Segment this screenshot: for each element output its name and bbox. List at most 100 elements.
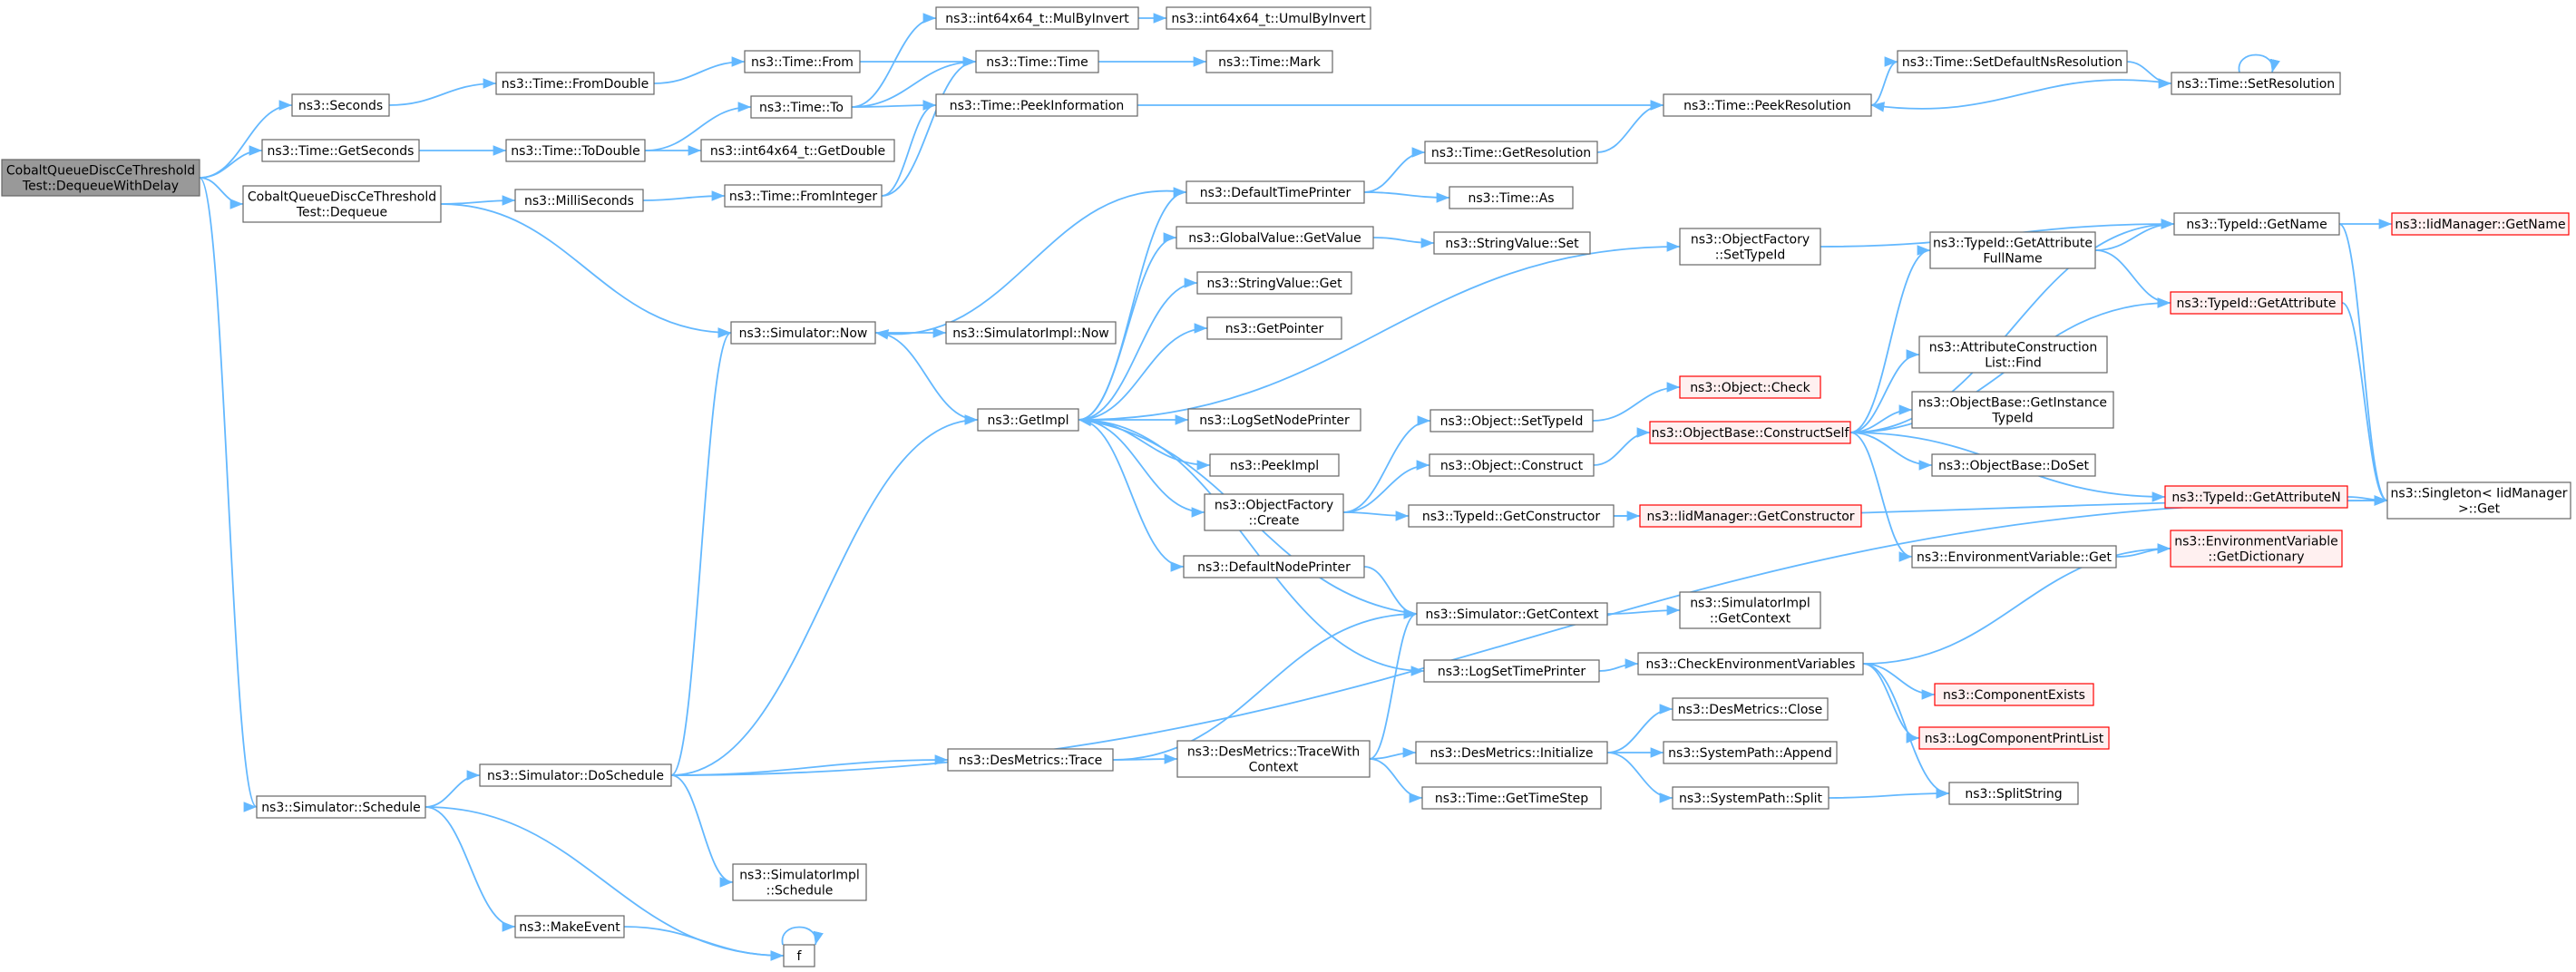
node-spSplit[interactable]: ns3::SystemPath::Split	[1672, 786, 1830, 810]
node-tidGetName[interactable]: ns3::TypeId::GetName	[2173, 212, 2340, 236]
node-timeTime[interactable]: ns3::Time::Time	[975, 50, 1099, 73]
node-doSchedule[interactable]: ns3::Simulator::DoSchedule	[479, 763, 672, 787]
edge-root-to-schedule	[199, 177, 258, 812]
node-objSetTypeId[interactable]: ns3::Object::SetTypeId	[1429, 409, 1594, 433]
node-tidGetAttribute[interactable]: ns3::TypeId::GetAttribute	[2170, 291, 2343, 315]
node-makeEvent[interactable]: ns3::MakeEvent	[514, 915, 625, 938]
node-singletonGet[interactable]: ns3::Singleton< IidManager>::Get	[2386, 481, 2571, 520]
edge-tidGetAttributeN-to-singletonGet	[2347, 495, 2388, 506]
node-ofCreate[interactable]: ns3::ObjectFactory::Create	[1204, 493, 1344, 531]
edge-toDouble-to-timeTo	[644, 102, 752, 151]
node-root[interactable]: CobaltQueueDiscCeThresholdTest::DequeueW…	[1, 159, 200, 197]
node-objConstruct[interactable]: ns3::Object::Construct	[1429, 453, 1595, 477]
node-spAppend[interactable]: ns3::SystemPath::Append	[1663, 741, 1838, 764]
node-milliSeconds[interactable]: ns3::MilliSeconds	[514, 189, 644, 212]
node-peekResolution[interactable]: ns3::Time::PeekResolution	[1663, 93, 1872, 117]
node-simGetContext[interactable]: ns3::Simulator::GetContext	[1416, 602, 1608, 626]
edge-gvGetValue-to-svSet	[1372, 237, 1435, 248]
node-box	[975, 50, 1099, 73]
node-getImpl[interactable]: ns3::GetImpl	[977, 408, 1079, 432]
node-mulByInvert[interactable]: ns3::int64x64_t::MulByInvert	[935, 6, 1139, 30]
node-peekInfo[interactable]: ns3::Time::PeekInformation	[935, 93, 1138, 117]
edge-desInitialize-to-desClose	[1606, 704, 1673, 753]
node-envVarGet[interactable]: ns3::EnvironmentVariable::Get	[1911, 545, 2117, 569]
node-simImplNow[interactable]: ns3::SimulatorImpl::Now	[945, 321, 1117, 345]
node-box	[1176, 226, 1374, 249]
node-svSet[interactable]: ns3::StringValue::Set	[1433, 231, 1591, 255]
node-label: ns3::AttributeConstruction	[1929, 341, 2097, 355]
edge-doSchedule-to-desTrace	[670, 754, 949, 776]
edge-constructSelf-to-envVarGet	[1849, 432, 1913, 562]
node-setDefaultNsRes[interactable]: ns3::Time::SetDefaultNsResolution	[1897, 50, 2128, 73]
node-box	[947, 748, 1114, 772]
node-ofSetTypeId[interactable]: ns3::ObjectFactory::SetTypeId	[1679, 228, 1821, 266]
node-timeFrom[interactable]: ns3::Time::From	[744, 50, 861, 73]
node-umulByInvert[interactable]: ns3::int64x64_t::UmulByInvert	[1166, 6, 1371, 30]
node-timeMark[interactable]: ns3::Time::Mark	[1205, 50, 1333, 73]
node-box	[1931, 453, 2096, 477]
node-getSeconds[interactable]: ns3::Time::GetSeconds	[261, 139, 420, 162]
node-box	[2170, 291, 2343, 315]
node-simNow[interactable]: ns3::Simulator::Now	[730, 321, 876, 345]
edge-tidGetAttrFullName-to-tidGetName	[2094, 219, 2175, 251]
node-box	[1637, 652, 1864, 676]
edge-tidGetAttrFullName-to-tidGetAttribute	[2094, 249, 2171, 308]
node-logSetNodePrinter[interactable]: ns3::LogSetNodePrinter	[1187, 408, 1361, 432]
node-box	[1433, 231, 1591, 255]
node-box	[1679, 375, 1821, 399]
node-fromInteger[interactable]: ns3::Time::FromInteger	[724, 184, 883, 208]
node-fromDouble[interactable]: ns3::Time::FromDouble	[495, 72, 655, 95]
node-defaultTimePrinter[interactable]: ns3::DefaultTimePrinter	[1186, 180, 1365, 204]
node-desTrace[interactable]: ns3::DesMetrics::Trace	[947, 748, 1114, 772]
node-getDouble[interactable]: ns3::int64x64_t::GetDouble	[700, 139, 895, 162]
edge-spSplit-to-splitString	[1828, 788, 1950, 799]
node-obDoSet[interactable]: ns3::ObjectBase::DoSet	[1931, 453, 2096, 477]
node-objCheck[interactable]: ns3::Object::Check	[1679, 375, 1821, 399]
node-simImplSchedule[interactable]: ns3::SimulatorImpl::Schedule	[732, 863, 867, 901]
node-getResolution[interactable]: ns3::Time::GetResolution	[1424, 141, 1598, 164]
node-getTimeStep[interactable]: ns3::Time::GetTimeStep	[1421, 786, 1602, 810]
node-simImplGetContext[interactable]: ns3::SimulatorImpl::GetContext	[1679, 591, 1821, 629]
node-box	[744, 50, 861, 73]
node-logCompPrintList[interactable]: ns3::LogComponentPrintList	[1918, 726, 2110, 750]
node-schedule[interactable]: ns3::Simulator::Schedule	[256, 795, 426, 819]
node-gvGetValue[interactable]: ns3::GlobalValue::GetValue	[1176, 226, 1374, 249]
node-envVarGetDict[interactable]: ns3::EnvironmentVariable::GetDictionary	[2170, 530, 2343, 568]
node-logSetTimePrinter[interactable]: ns3::LogSetTimePrinter	[1423, 659, 1600, 683]
edge-logSetTimePrinter-to-checkEnvVars	[1598, 658, 1639, 672]
node-seconds[interactable]: ns3::Seconds	[291, 93, 390, 117]
node-svGet[interactable]: ns3::StringValue::Get	[1196, 271, 1352, 295]
node-iidGetConstructor[interactable]: ns3::IidManager::GetConstructor	[1639, 504, 1862, 528]
edge-checkEnvVars-to-splitString	[1862, 663, 1950, 799]
node-label: ns3::Time::Time	[986, 55, 1088, 70]
node-splitString[interactable]: ns3::SplitString	[1948, 782, 2079, 805]
node-timeAs[interactable]: ns3::Time::As	[1449, 186, 1574, 209]
node-desClose[interactable]: ns3::DesMetrics::Close	[1672, 697, 1829, 721]
node-label: ns3::DesMetrics::Close	[1678, 703, 1823, 717]
node-desInitialize[interactable]: ns3::DesMetrics::Initialize	[1415, 741, 1608, 764]
node-box	[1186, 180, 1365, 204]
node-toDouble[interactable]: ns3::Time::ToDouble	[505, 139, 646, 162]
node-iidGetName[interactable]: ns3::IidManager::GetName	[2391, 212, 2570, 236]
node-label: CobaltQueueDiscCeThreshold	[6, 164, 195, 179]
node-getPointer[interactable]: ns3::GetPointer	[1206, 316, 1342, 340]
node-constructSelf[interactable]: ns3::ObjectBase::ConstructSelf	[1649, 421, 1851, 444]
node-tidGetConstructor[interactable]: ns3::TypeId::GetConstructor	[1408, 504, 1615, 528]
node-peekImpl[interactable]: ns3::PeekImpl	[1209, 453, 1340, 477]
node-timeTo[interactable]: ns3::Time::To	[750, 95, 853, 119]
node-defaultNodePrinter[interactable]: ns3::DefaultNodePrinter	[1183, 555, 1365, 578]
node-box	[935, 93, 1138, 117]
node-checkEnvVars[interactable]: ns3::CheckEnvironmentVariables	[1637, 652, 1864, 676]
node-tidGetAttributeN[interactable]: ns3::TypeId::GetAttributeN	[2164, 485, 2348, 509]
node-f[interactable]: f	[783, 944, 815, 967]
node-setResolution[interactable]: ns3::Time::SetResolution	[2171, 72, 2341, 95]
edge-simNow-to-getImpl	[874, 332, 979, 425]
node-label: ns3::GetImpl	[987, 413, 1068, 428]
node-componentExists[interactable]: ns3::ComponentExists	[1934, 683, 2094, 706]
node-label: ns3::Time::FromDouble	[502, 77, 649, 92]
